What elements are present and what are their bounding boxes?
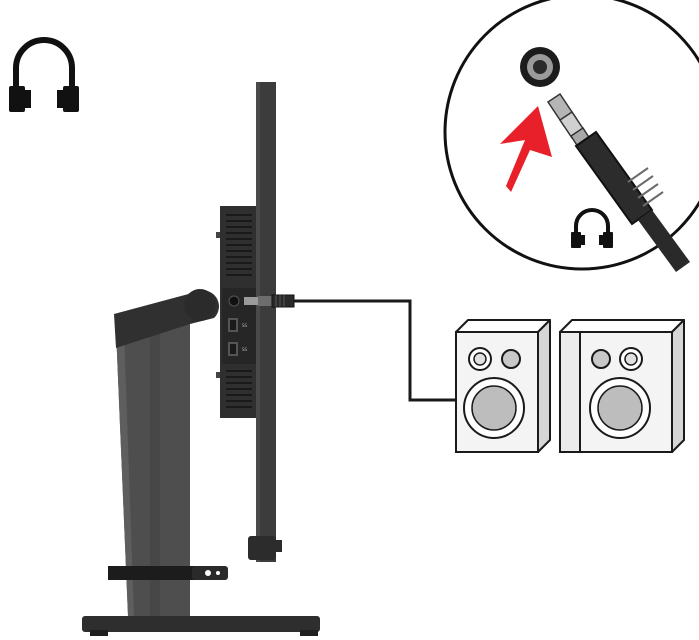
- audio-cable: [244, 294, 470, 402]
- usb-port-lower-label: SS: [242, 347, 248, 352]
- monitor-stand: [82, 289, 320, 636]
- up-arrow-icon: [500, 106, 552, 192]
- plug-detail-callout: [443, 0, 699, 272]
- monitor: SS SS: [216, 82, 282, 562]
- speaker-left: [455, 319, 551, 453]
- speaker-right: [559, 319, 685, 453]
- usb-port-upper-label: SS: [242, 323, 248, 328]
- headphones-icon: [9, 37, 79, 112]
- headphones-icon: [571, 208, 613, 248]
- jack-receptacle: [520, 47, 560, 87]
- audio-out-jack: [228, 295, 240, 307]
- audio-plug: [546, 92, 690, 272]
